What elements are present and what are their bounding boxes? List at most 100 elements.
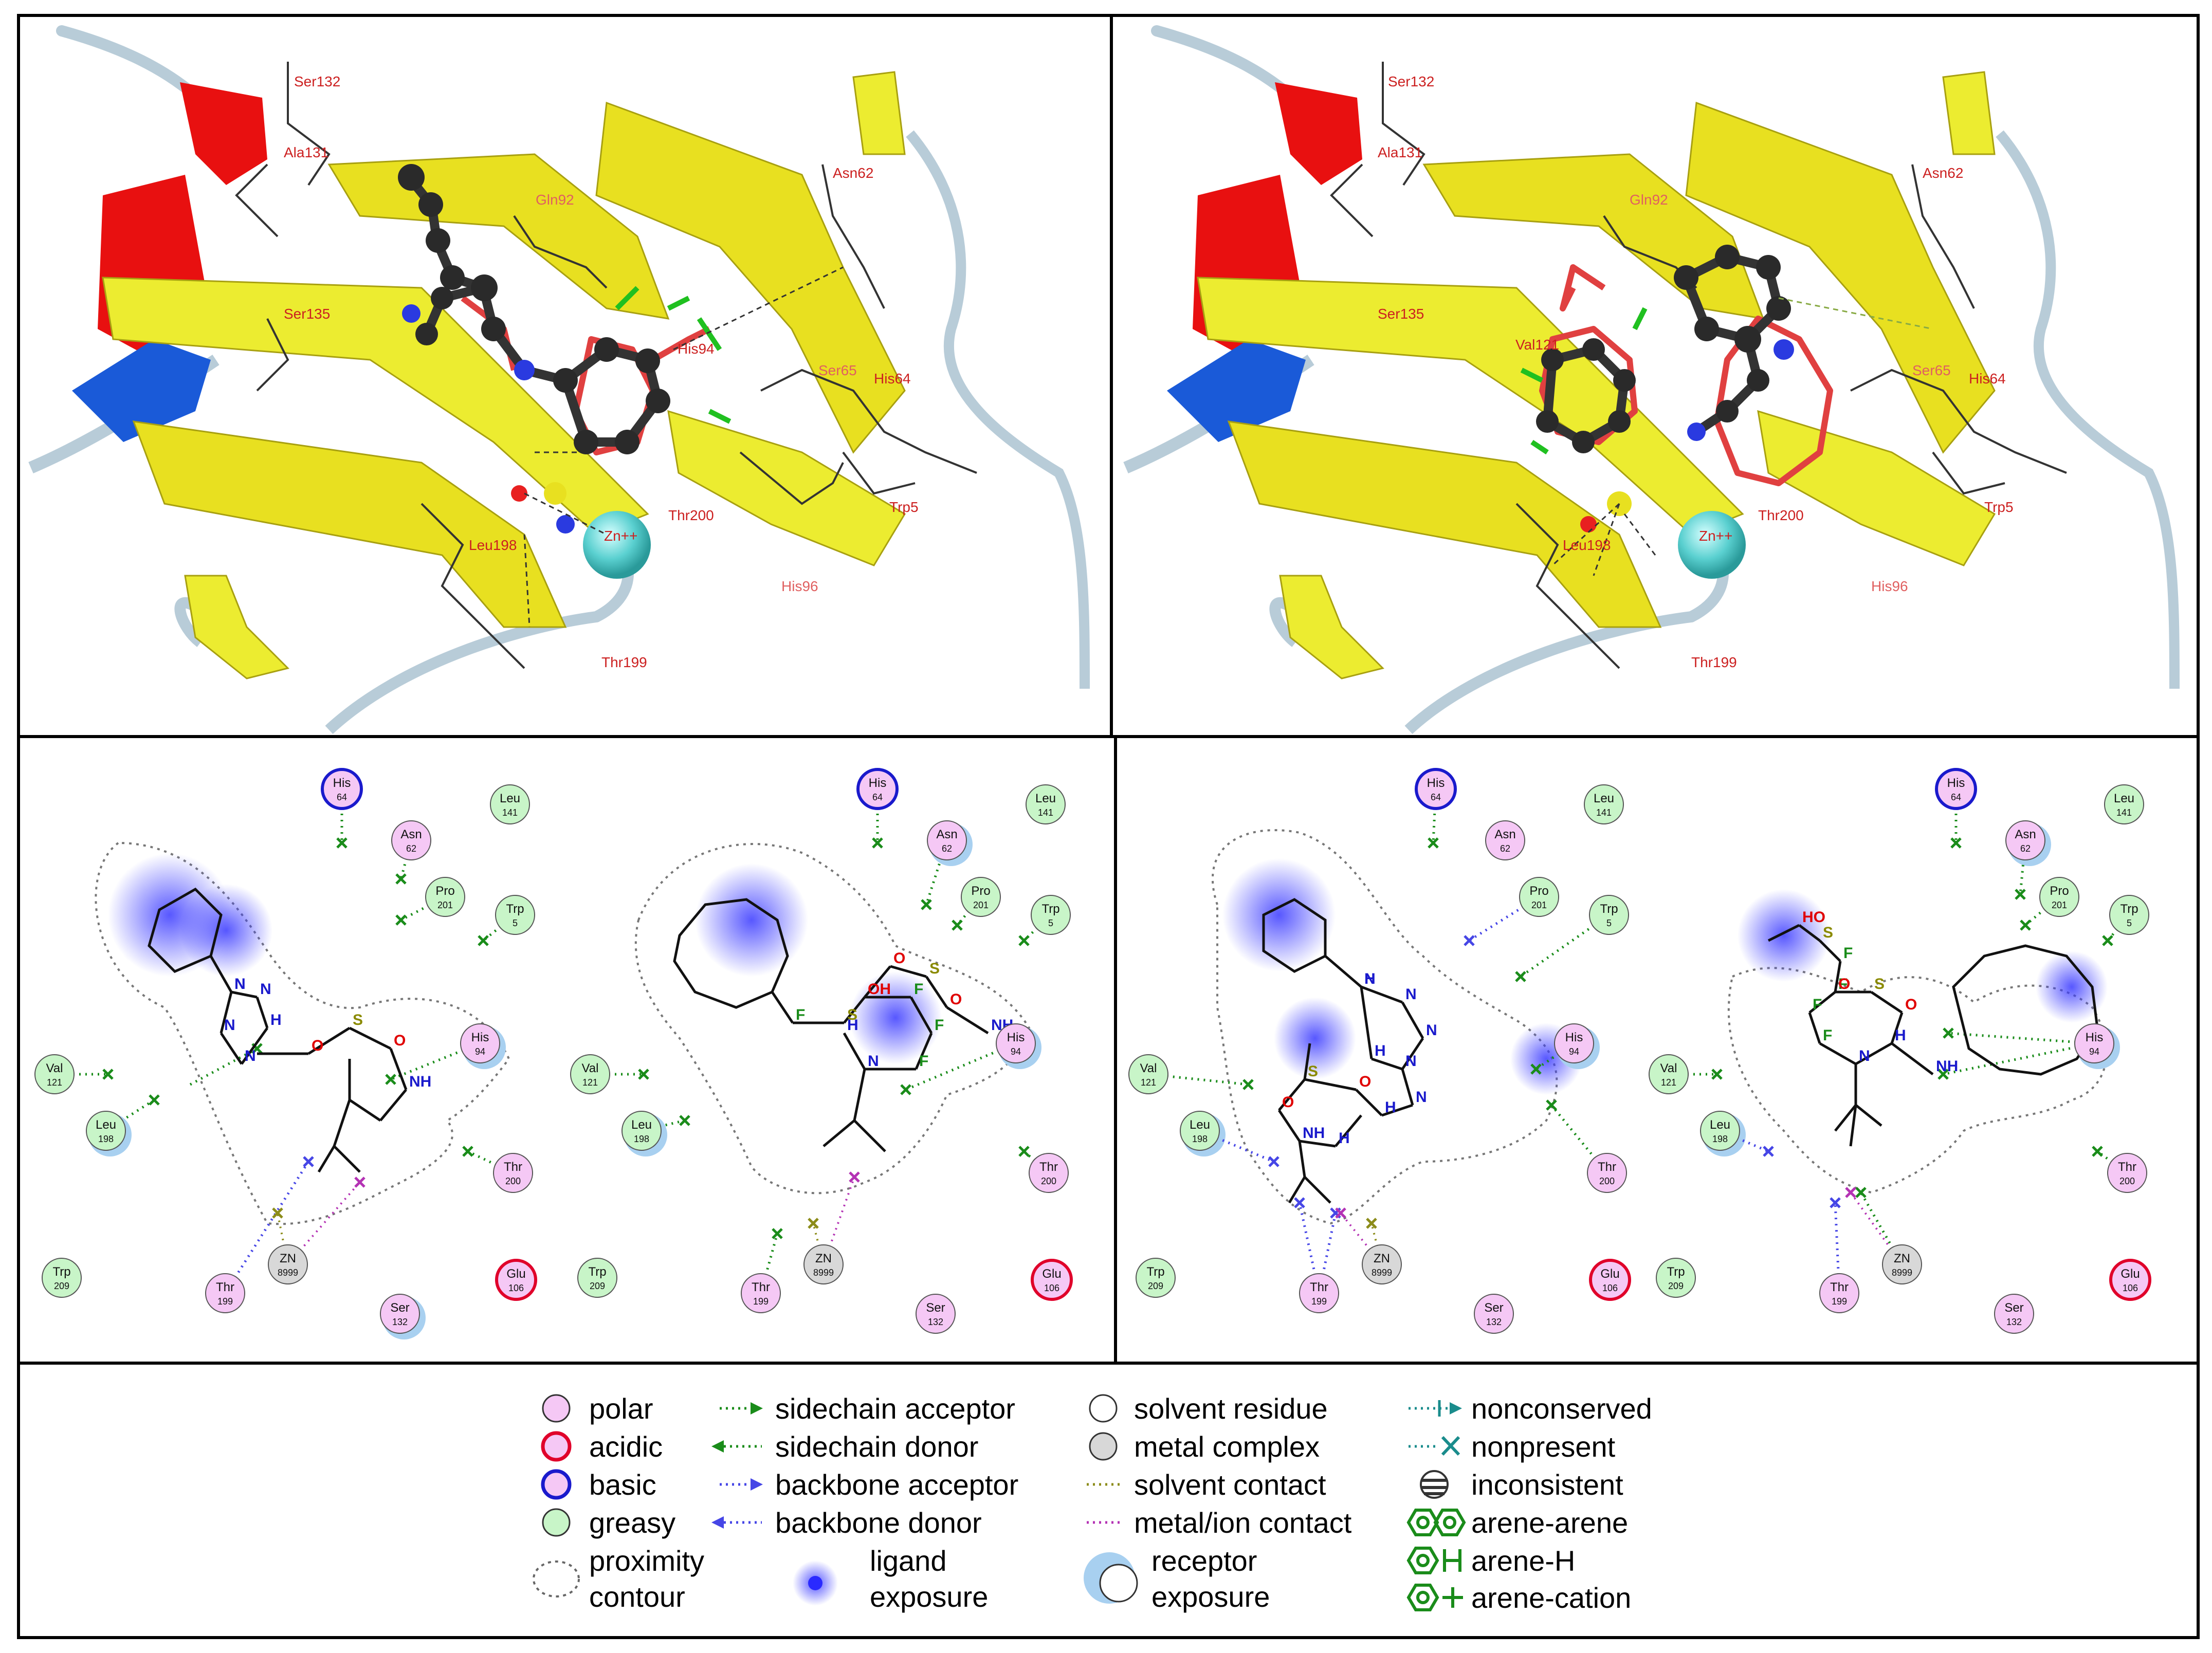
svg-text:sidechain acceptor: sidechain acceptor (775, 1392, 1015, 1425)
interaction-end-marker (1855, 1187, 1867, 1198)
ligand-exposure (849, 971, 942, 1064)
interaction-end-marker (149, 1094, 160, 1106)
ligand-bond (1819, 940, 1841, 962)
structure-panel-1: Ser132 Ala131 Gln92 Asn62 Ser135 His94 S… (28, 25, 1090, 734)
residue-circle (1994, 1294, 2034, 1334)
legend-col-interactions: sidechain acceptor sidechain donor backb… (711, 1392, 1018, 1613)
residue-number: 199 (1311, 1296, 1327, 1307)
svg-text:arene-H: arene-H (1471, 1545, 1575, 1577)
residue-name: Trp (1600, 902, 1618, 916)
interaction-back (224, 1161, 310, 1294)
ligand-bond (1401, 1037, 1424, 1070)
residue-number: 121 (1141, 1077, 1156, 1088)
ligand-bond (864, 965, 891, 998)
legend-col-other: nonconserved nonpresent inconsistent are… (1406, 1392, 1652, 1614)
interaction-end-marker (921, 899, 932, 910)
residue-number: 199 (753, 1296, 769, 1307)
ligand-bond (1767, 924, 1800, 942)
residue-number: 5 (1606, 918, 1612, 928)
svg-text:Ser135: Ser135 (284, 306, 330, 322)
ligand-bond (853, 1119, 886, 1152)
svg-text:metal complex: metal complex (1134, 1430, 1320, 1463)
residue-node: Trp5 (1031, 895, 1071, 935)
residue-number: 62 (406, 843, 416, 854)
interaction-end-marker (1937, 1069, 1949, 1080)
ligand-bond (1849, 1105, 1857, 1147)
ligand-bond (1808, 991, 1836, 1014)
residue-node: Thr199 (205, 1273, 245, 1313)
residue-circle (961, 877, 1001, 917)
atom-label: H (1339, 1130, 1350, 1147)
interaction-side (1148, 1073, 1249, 1086)
residue-number: 200 (1599, 1176, 1615, 1186)
ligand-bond (333, 1099, 351, 1147)
residue-name: Asn (1494, 828, 1515, 841)
residue-name: Ser (1484, 1301, 1503, 1315)
residue-circle (1935, 768, 1977, 810)
svg-text:Ser65: Ser65 (1912, 362, 1951, 378)
atom-label: NH (1303, 1125, 1325, 1142)
residue-number: 199 (217, 1296, 233, 1307)
ligand-bond (1355, 1089, 1383, 1116)
svg-text:Ser132: Ser132 (294, 74, 340, 89)
ligand-bond (220, 991, 233, 1034)
interaction-end-marker (1943, 1027, 1954, 1039)
svg-text:Ser135: Ser135 (1378, 306, 1424, 322)
residue-circle (2109, 895, 2149, 935)
residue-number: 209 (54, 1281, 69, 1291)
residue-name: ZN (815, 1252, 832, 1265)
residue-node: Asn62 (2005, 820, 2045, 860)
residue-circle (1819, 1273, 1859, 1313)
ligand-exposure (695, 864, 808, 977)
atom-label: H (1385, 1099, 1396, 1116)
residue-number: 8999 (1372, 1268, 1392, 1278)
atom-label: H (1364, 970, 1376, 987)
residue-number: 8999 (1892, 1268, 1912, 1278)
residue-circle (42, 1258, 82, 1298)
residue-name: His (1007, 1031, 1025, 1044)
atom-label: F (1843, 945, 1853, 962)
atom-label: S (929, 960, 940, 977)
ligand-bond (333, 1145, 361, 1173)
residue-number: 200 (505, 1176, 521, 1186)
residue-name: Thr (1039, 1160, 1058, 1174)
residue-name: His (869, 776, 887, 790)
interaction-end-marker (272, 1207, 283, 1219)
interaction-end-marker (772, 1228, 783, 1239)
residue-number: 198 (1192, 1134, 1208, 1144)
residue-name: Ser (390, 1301, 409, 1315)
residue-number: 201 (1531, 900, 1547, 910)
residue-name: Pro (435, 884, 454, 898)
ligand-exposure (2036, 951, 2108, 1023)
residue-name: Glu (1042, 1267, 1061, 1281)
residue-number: 209 (1668, 1281, 1684, 1291)
atom-label: O (1359, 1073, 1371, 1090)
interaction-end-marker (395, 873, 407, 885)
ligand-bond (1890, 1012, 1904, 1044)
residue-circle (1029, 1153, 1069, 1193)
residue-name: Val (1660, 1061, 1677, 1075)
svg-text:proximity: proximity (589, 1545, 704, 1577)
ligand-bond (890, 965, 927, 978)
atom-label: N (234, 976, 246, 993)
residue-node: Thr199 (1299, 1273, 1339, 1313)
interaction-side (400, 895, 446, 922)
interaction-end-marker (638, 1069, 649, 1080)
residue-number: 62 (942, 843, 952, 854)
residue-number: 64 (872, 792, 883, 802)
atom-label: OH (868, 981, 891, 998)
interaction-end-marker (1018, 935, 1030, 946)
residue-name: Val (1140, 1061, 1157, 1075)
residue-number: 106 (1602, 1283, 1618, 1293)
ligand-bond (1298, 1141, 1306, 1178)
